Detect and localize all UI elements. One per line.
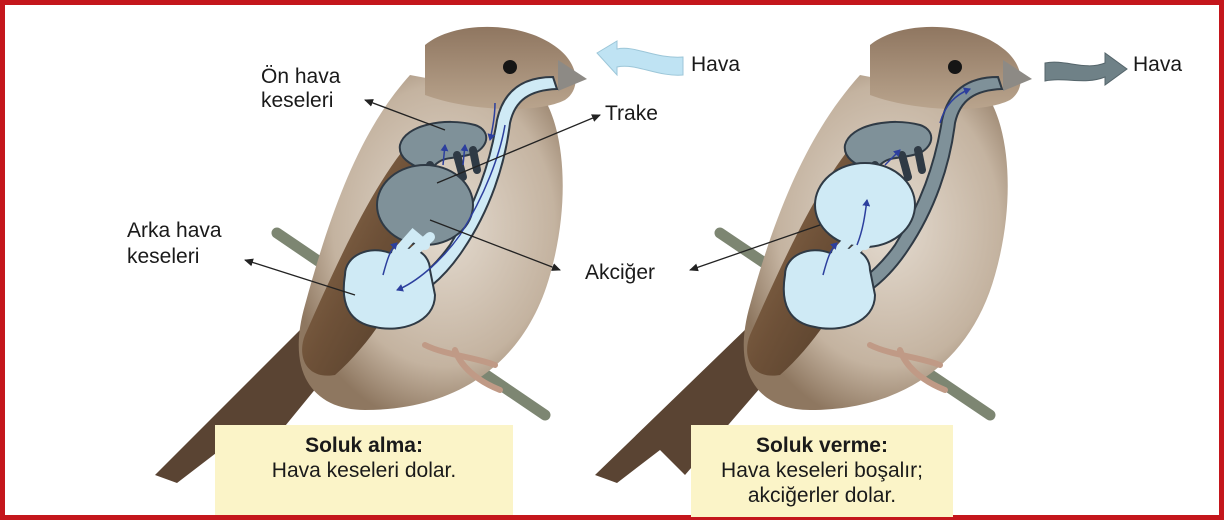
lung bbox=[377, 165, 473, 245]
air-in-arrow bbox=[597, 41, 683, 75]
air-in-label: Hava bbox=[691, 53, 740, 77]
front-sacs-label-line2: keseleri bbox=[261, 89, 333, 113]
exhale-caption: Soluk verme: Hava keseleri boşalır; akci… bbox=[691, 425, 953, 517]
rear-sacs-label-line1: Arka hava bbox=[127, 219, 222, 243]
exhale-caption-title: Soluk verme: bbox=[691, 433, 953, 458]
rear-air-sacs bbox=[344, 248, 435, 329]
air-out-arrow bbox=[1045, 53, 1127, 85]
inhale-caption-text: Hava keseleri dolar. bbox=[215, 458, 513, 483]
lung-label: Akciğer bbox=[585, 261, 655, 285]
sparrow-left bbox=[155, 27, 683, 483]
rear-air-sacs bbox=[784, 248, 875, 329]
head bbox=[425, 27, 576, 109]
head bbox=[870, 27, 1021, 109]
sparrow-right bbox=[595, 27, 1127, 483]
air-out-label: Hava bbox=[1133, 53, 1182, 77]
eye bbox=[948, 60, 962, 74]
rear-sacs-label-line2: keseleri bbox=[127, 245, 199, 269]
inhale-caption: Soluk alma: Hava keseleri dolar. bbox=[215, 425, 513, 515]
trachea-label: Trake bbox=[605, 102, 658, 126]
exhale-caption-text-1: Hava keseleri boşalır; bbox=[691, 458, 953, 483]
eye bbox=[503, 60, 517, 74]
front-sacs-label-line1: Ön hava bbox=[261, 65, 340, 89]
inhale-caption-title: Soluk alma: bbox=[215, 433, 513, 458]
exhale-caption-text-2: akciğerler dolar. bbox=[691, 483, 953, 508]
lung bbox=[815, 163, 915, 247]
